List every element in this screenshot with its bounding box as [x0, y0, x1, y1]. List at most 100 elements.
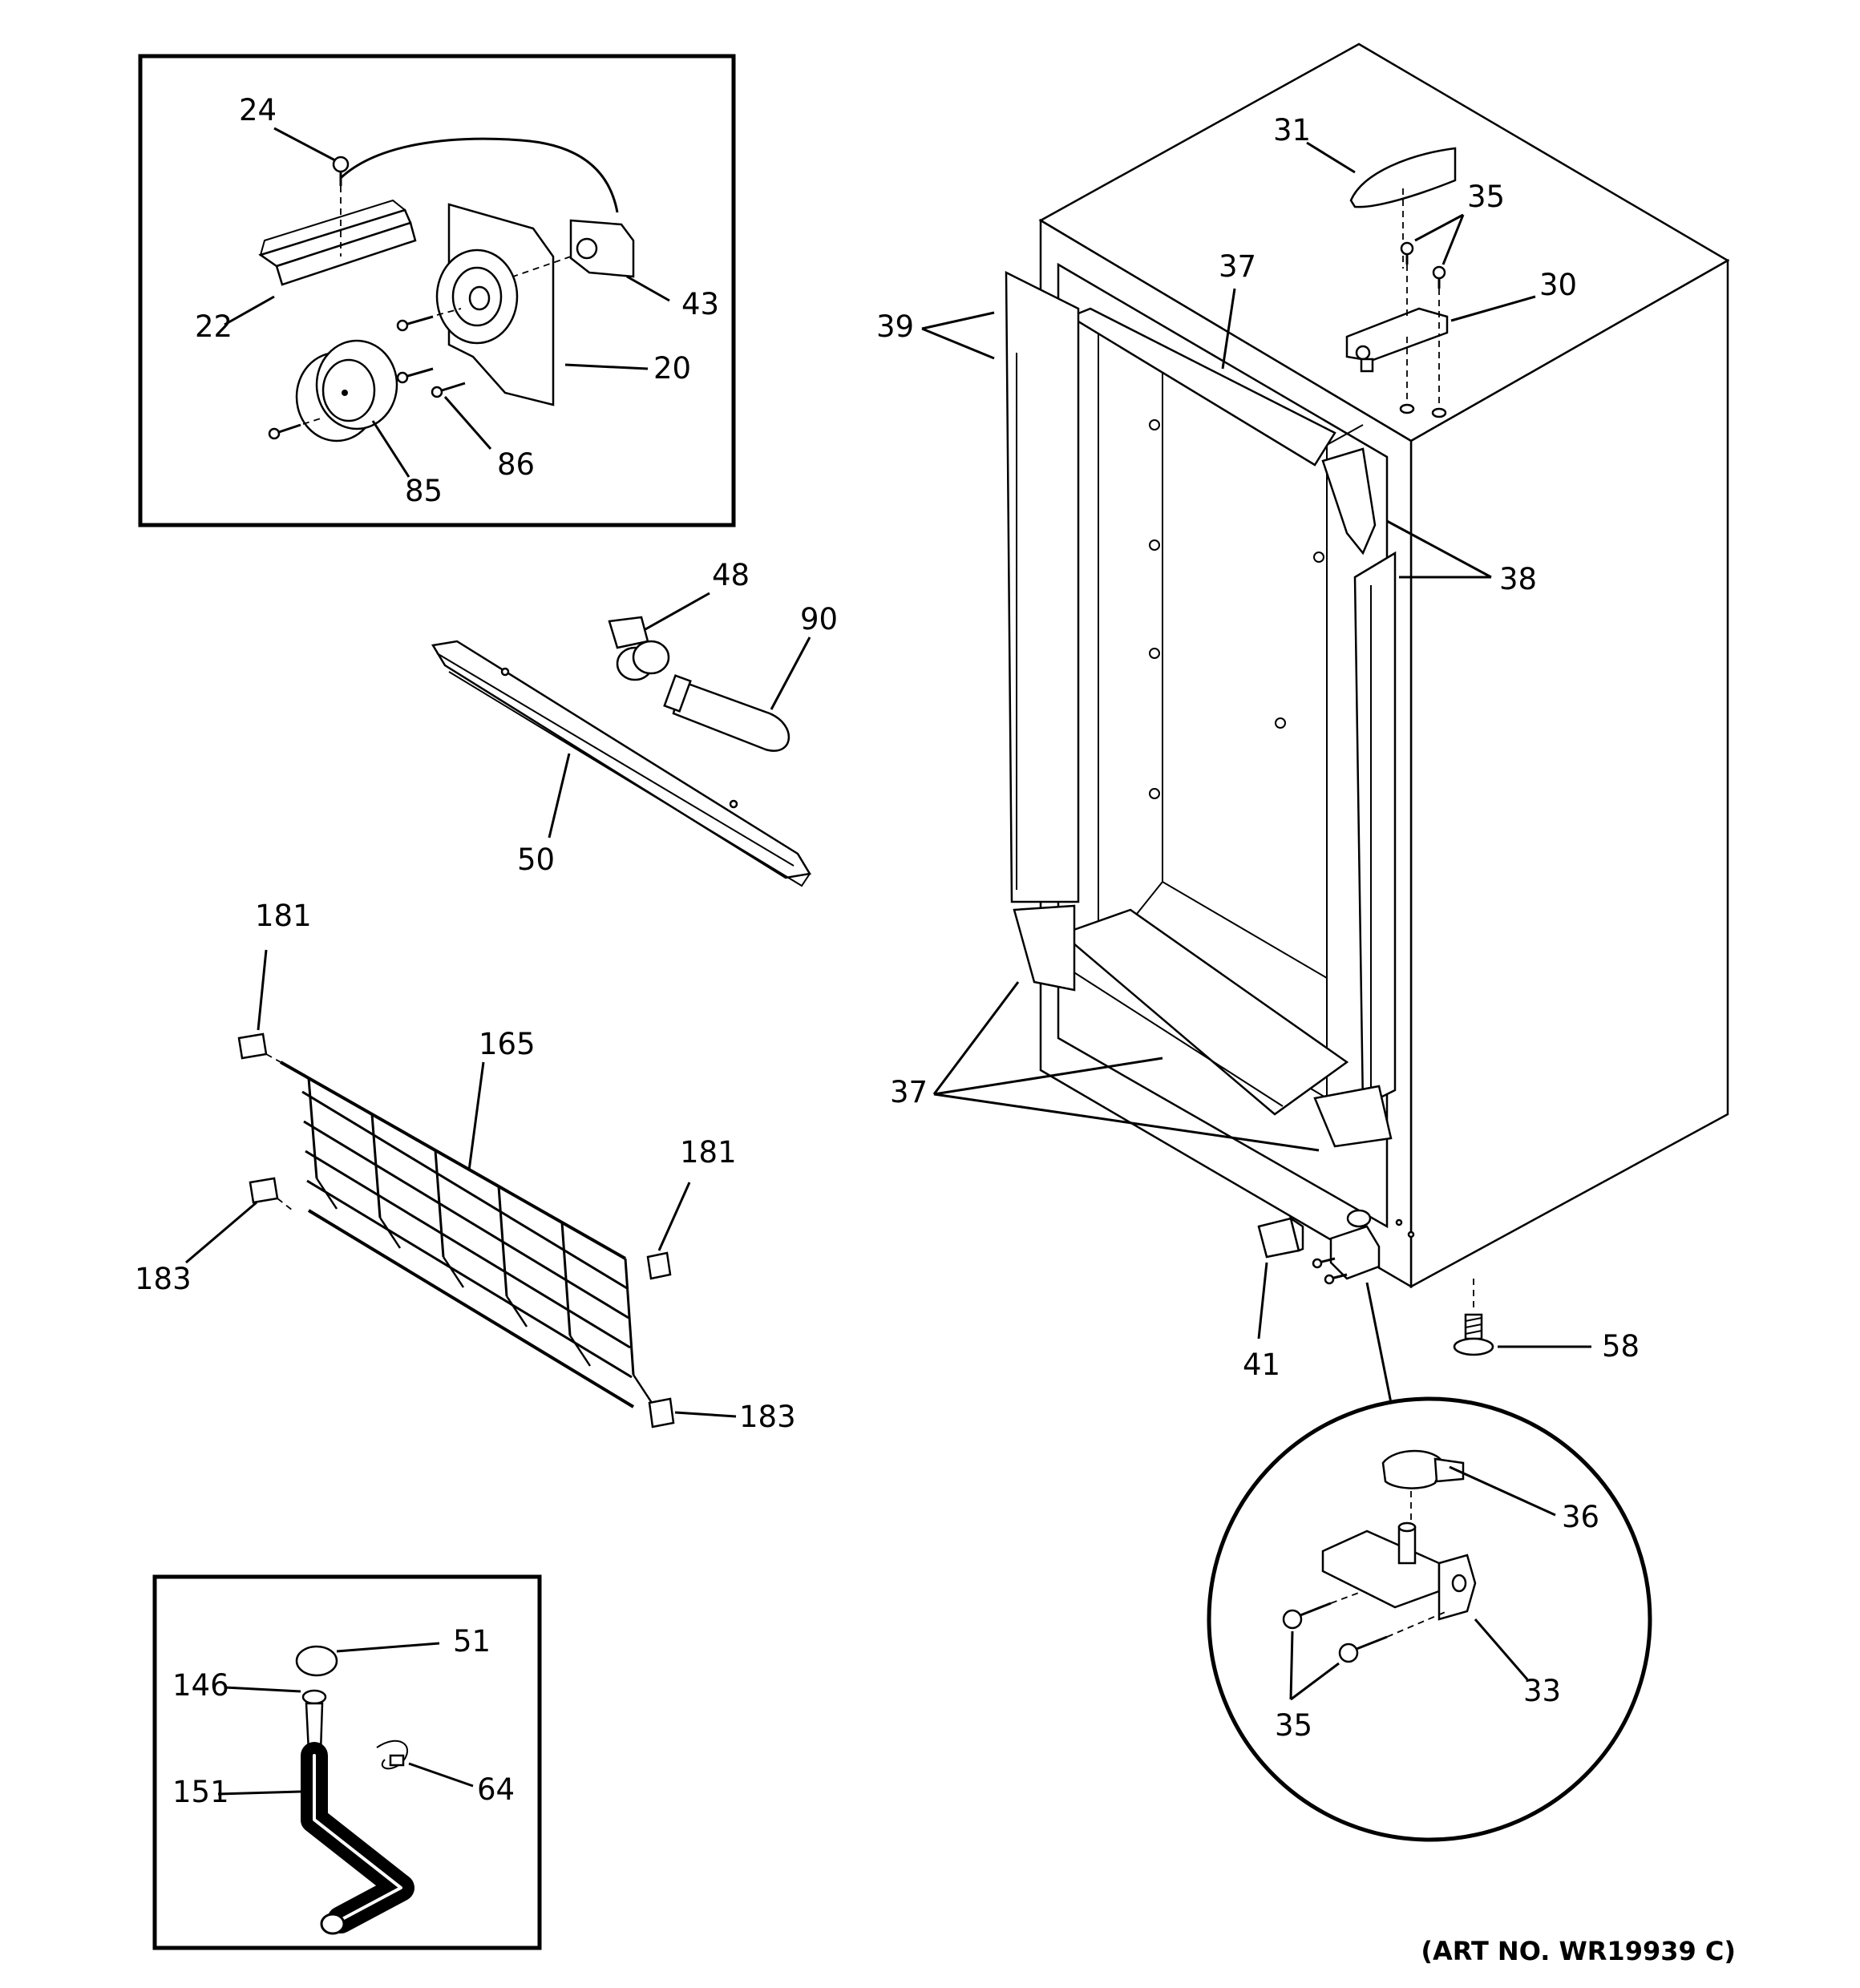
leader-37b-2	[933, 1057, 1163, 1096]
leader-35b-2	[1290, 1662, 1340, 1701]
callout-85: 85	[405, 474, 443, 508]
leader-86	[443, 396, 492, 450]
leader-165	[467, 1061, 485, 1171]
shelf-wire	[442, 1256, 465, 1288]
callout-43: 43	[681, 287, 719, 321]
shelf-wire	[497, 1186, 508, 1297]
callout-35-top: 35	[1467, 180, 1505, 214]
shelf-clip-181-right	[646, 1251, 672, 1280]
light-bulb-part	[663, 674, 790, 752]
thermostat-part	[512, 219, 635, 278]
shelf-wire	[370, 1113, 382, 1218]
leader-181-top	[257, 949, 268, 1031]
leader-33	[1474, 1618, 1529, 1680]
callout-20: 20	[653, 351, 691, 386]
leader-39-2	[921, 327, 995, 360]
breaker-strip-bottom	[1060, 908, 1349, 1116]
shelf-wire	[560, 1222, 572, 1336]
leader-20	[564, 363, 649, 370]
leader-37b-3	[933, 1093, 1320, 1152]
callout-181-top: 181	[255, 899, 312, 933]
hinge-screws-detail	[1282, 1590, 1448, 1663]
callout-165: 165	[479, 1027, 536, 1061]
callout-58: 58	[1602, 1329, 1640, 1364]
shelf-wire	[306, 1179, 633, 1379]
cabinet-assembly: 31 35 30 37 39 38 37 41 58	[876, 42, 1730, 1382]
callout-22: 22	[195, 309, 232, 344]
shelf-wire	[280, 1061, 626, 1260]
shelf-wire	[624, 1258, 635, 1376]
inset-thermostat-assembly: 24 22 43 20 85 86	[138, 54, 736, 527]
corner-pieces	[1013, 447, 1393, 1148]
screw-24	[332, 156, 350, 257]
drain-clip-part	[376, 1740, 409, 1770]
leader-37b-1	[932, 981, 1020, 1095]
callout-38: 38	[1499, 562, 1537, 596]
leader-146	[224, 1686, 301, 1693]
breaker-strip-left	[1005, 270, 1080, 903]
art-number: (ART NO. WR19939 C)	[1421, 1936, 1736, 1966]
hinge-bracket-part	[1321, 1521, 1477, 1621]
callout-41: 41	[1243, 1348, 1280, 1382]
callout-39: 39	[876, 309, 914, 344]
lamp-socket-part	[295, 339, 398, 442]
leader-50	[548, 753, 571, 838]
callout-151: 151	[172, 1775, 229, 1809]
callout-50: 50	[517, 842, 555, 877]
leader-183-right	[674, 1411, 737, 1418]
leader-41	[1257, 1262, 1268, 1339]
leader-35a-2	[1442, 214, 1465, 265]
leader-37-top	[1221, 288, 1236, 370]
shelf-wire	[301, 1090, 628, 1290]
callout-86: 86	[497, 447, 535, 482]
leader-85	[371, 420, 410, 478]
leader-39-1	[921, 311, 995, 330]
leader-30	[1450, 295, 1536, 322]
leader-183-left	[185, 1201, 257, 1264]
leveling-leg-part	[1453, 1279, 1494, 1356]
callout-30: 30	[1539, 268, 1577, 302]
leader-181-right	[657, 1182, 691, 1251]
leader-38-1	[1386, 519, 1492, 579]
leader-90	[770, 636, 811, 710]
leader-22	[224, 295, 275, 326]
leader-64	[408, 1762, 474, 1788]
hinge-cover-part	[1349, 147, 1457, 269]
top-hinge-part	[1345, 307, 1449, 373]
detail-bottom-hinge: 36 33 35	[1207, 1282, 1652, 1842]
callout-181-right: 181	[680, 1135, 737, 1170]
top-hinge-screws	[1399, 241, 1447, 418]
leader-35a-1	[1414, 213, 1464, 242]
shelf-wire	[568, 1335, 592, 1367]
hinge-bushing-part	[1381, 1449, 1465, 1527]
leader-35b-1	[1289, 1630, 1294, 1700]
wire-shelf-group: 181 165 181 183 183	[135, 899, 796, 1434]
shelf-clip-183-left	[249, 1177, 293, 1211]
callout-183-left: 183	[135, 1262, 192, 1296]
callout-37-top: 37	[1219, 249, 1256, 284]
callout-24: 24	[239, 93, 277, 127]
drain-tube-part	[301, 1742, 414, 1935]
callout-90: 90	[800, 602, 838, 636]
shelf-wire	[505, 1295, 528, 1327]
leader-48	[645, 592, 710, 631]
shelf-clip-183-right	[648, 1397, 675, 1428]
callout-51: 51	[453, 1624, 491, 1659]
shelf-wire	[305, 1150, 631, 1349]
leader-31	[1306, 141, 1356, 174]
leader-24	[273, 127, 336, 162]
wire-shelf-part	[280, 1061, 655, 1408]
breaker-strip-top	[1068, 307, 1336, 467]
shelf-wire	[303, 1120, 629, 1319]
leader-36	[1449, 1465, 1556, 1517]
leader-151	[217, 1790, 301, 1796]
shelf-wire	[307, 1077, 318, 1179]
callout-37-bottom: 37	[890, 1075, 928, 1109]
breaker-strip-right	[1353, 551, 1397, 1109]
callout-36: 36	[1562, 1500, 1599, 1534]
bottom-hinge-part	[1312, 1209, 1415, 1285]
drain-plug-part	[295, 1645, 338, 1677]
shelf-wire	[315, 1178, 338, 1210]
